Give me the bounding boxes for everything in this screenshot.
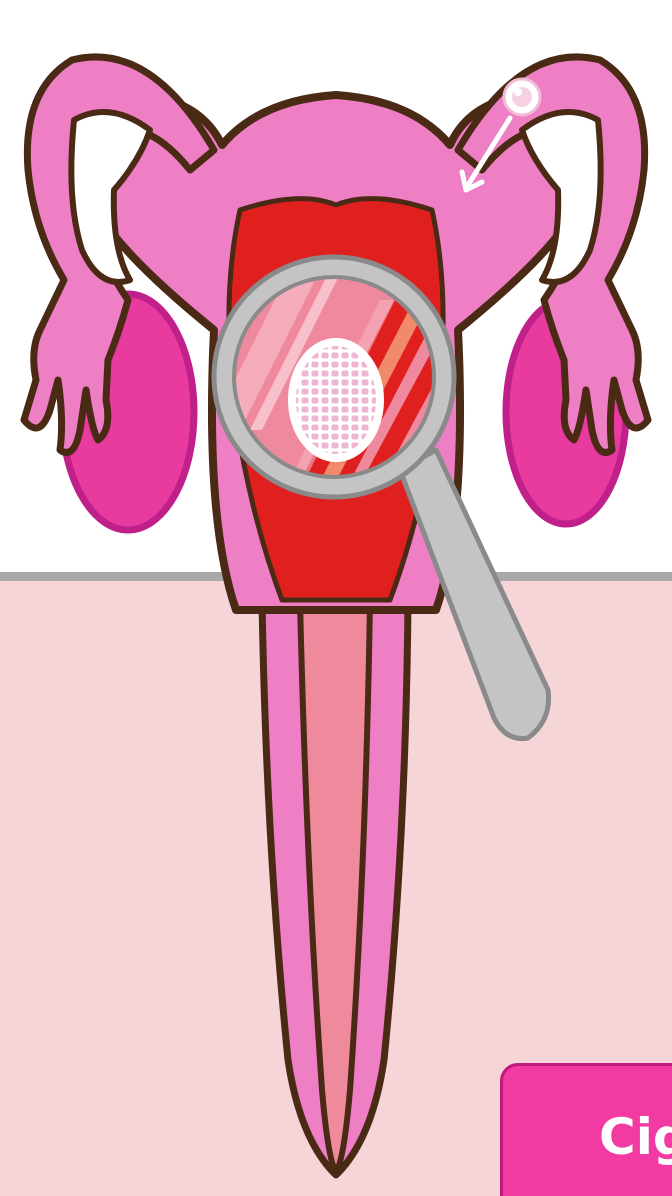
embryo-icon xyxy=(292,342,380,458)
egg-cell-icon xyxy=(504,79,540,115)
stage-label-box: Cigo xyxy=(500,1063,672,1196)
stage-label: Cigo xyxy=(599,1112,672,1162)
